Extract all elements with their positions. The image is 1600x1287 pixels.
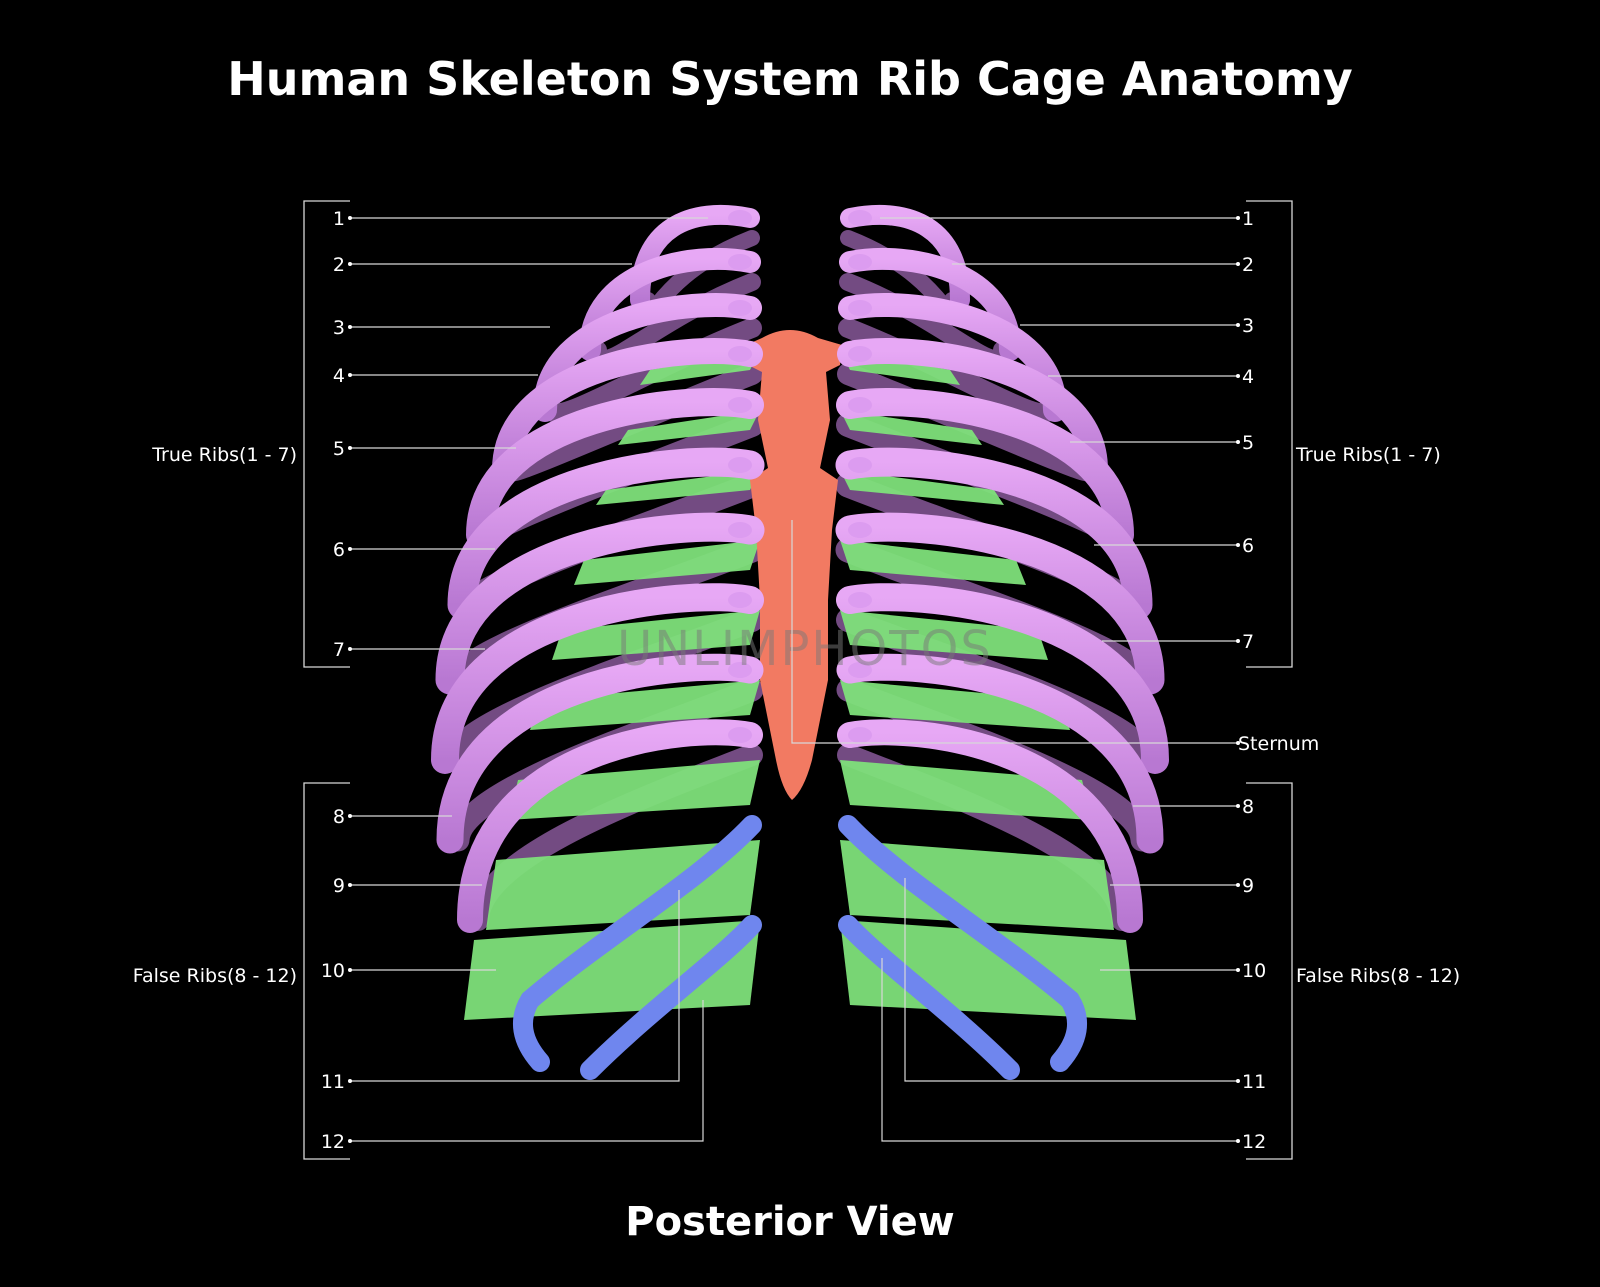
right-rib-head-2 [848, 254, 872, 270]
left-rib-number-10: 10 [321, 960, 345, 982]
left-rib-number-2: 2 [333, 254, 345, 276]
left-leader-dot-2 [348, 262, 352, 266]
left-rib-head-4 [728, 346, 752, 362]
left-rib-number-12: 12 [321, 1131, 345, 1153]
left-rib-head-5 [728, 397, 752, 413]
right-rib-number-7: 7 [1242, 631, 1254, 653]
right-leader-dot-6 [1236, 543, 1240, 547]
left-leader-dot-10 [348, 968, 352, 972]
left-rib-head-2 [728, 254, 752, 270]
left-rib-number-8: 8 [333, 806, 345, 828]
right-rib-number-10: 10 [1242, 960, 1266, 982]
left-leader-dot-5 [348, 446, 352, 450]
left-rib-head-6 [728, 457, 752, 473]
left-rib-head-8 [728, 592, 752, 608]
left-leader-dot-11 [348, 1079, 352, 1083]
left-rib-head-10 [728, 727, 752, 743]
left-rib-number-11: 11 [321, 1071, 345, 1093]
left-rib-numbers: 123456789101112 [321, 208, 345, 1153]
left-false-ribs-label: False Ribs(8 - 12) [133, 965, 297, 987]
right-leader-dot-5 [1236, 440, 1240, 444]
left-leader-dot-12 [348, 1139, 352, 1143]
left-leader-dot-4 [348, 373, 352, 377]
sternum-label: Sternum [1238, 733, 1319, 755]
left-leader-dot-6 [348, 547, 352, 551]
right-leader-dot-8 [1236, 804, 1240, 808]
left-rib-head-3 [728, 300, 752, 316]
right-rib-number-8: 8 [1242, 796, 1254, 818]
right-rib-number-9: 9 [1242, 875, 1254, 897]
right-leader-dot-1 [1236, 216, 1240, 220]
right-rib-number-12: 12 [1242, 1131, 1266, 1153]
left-rib-head-1 [728, 210, 752, 226]
diagram-title: Human Skeleton System Rib Cage Anatomy [227, 52, 1353, 106]
left-rib-number-4: 4 [333, 365, 345, 387]
right-rib-head-1 [848, 210, 872, 226]
left-rib-number-3: 3 [333, 317, 345, 339]
right-rib-number-4: 4 [1242, 366, 1254, 388]
left-rib-head-7 [728, 522, 752, 538]
right-false-ribs-label: False Ribs(8 - 12) [1296, 965, 1460, 987]
right-rib-head-5 [848, 397, 872, 413]
left-leader-dot-3 [348, 325, 352, 329]
watermark: UNLIMPHOTOS [617, 621, 993, 677]
right-rib-number-5: 5 [1242, 432, 1254, 454]
left-leader-dot-8 [348, 814, 352, 818]
right-rib-number-3: 3 [1242, 315, 1254, 337]
right-leader-dot-4 [1236, 374, 1240, 378]
left-leader-dot-7 [348, 647, 352, 651]
right-rib-head-6 [848, 457, 872, 473]
right-rib-number-2: 2 [1242, 254, 1254, 276]
left-rib-number-7: 7 [333, 639, 345, 661]
left-rib-number-9: 9 [333, 875, 345, 897]
left-rib-number-1: 1 [333, 208, 345, 230]
right-rib-head-8 [848, 592, 872, 608]
right-true-ribs-label: True Ribs(1 - 7) [1295, 444, 1441, 466]
right-leader-dot-10 [1236, 968, 1240, 972]
left-rib-number-5: 5 [333, 438, 345, 460]
left-rib-number-6: 6 [333, 539, 345, 561]
right-rib-number-6: 6 [1242, 535, 1254, 557]
right-leader-dot-9 [1236, 883, 1240, 887]
right-rib-number-11: 11 [1242, 1071, 1266, 1093]
view-caption: Posterior View [625, 1199, 954, 1245]
left-leader-dot-1 [348, 216, 352, 220]
right-rib-number-1: 1 [1242, 208, 1254, 230]
right-leader-dot-7 [1236, 639, 1240, 643]
right-rib-head-7 [848, 522, 872, 538]
right-leader-dot-3 [1236, 323, 1240, 327]
right-leader-dot-12 [1236, 1139, 1240, 1143]
left-true-ribs-label: True Ribs(1 - 7) [151, 444, 297, 466]
left-leader-dot-9 [348, 883, 352, 887]
right-leader-dot-11 [1236, 1079, 1240, 1083]
right-leader-dot-2 [1236, 262, 1240, 266]
right-rib-head-4 [848, 346, 872, 362]
right-rib-head-10 [848, 727, 872, 743]
right-rib-head-3 [848, 300, 872, 316]
